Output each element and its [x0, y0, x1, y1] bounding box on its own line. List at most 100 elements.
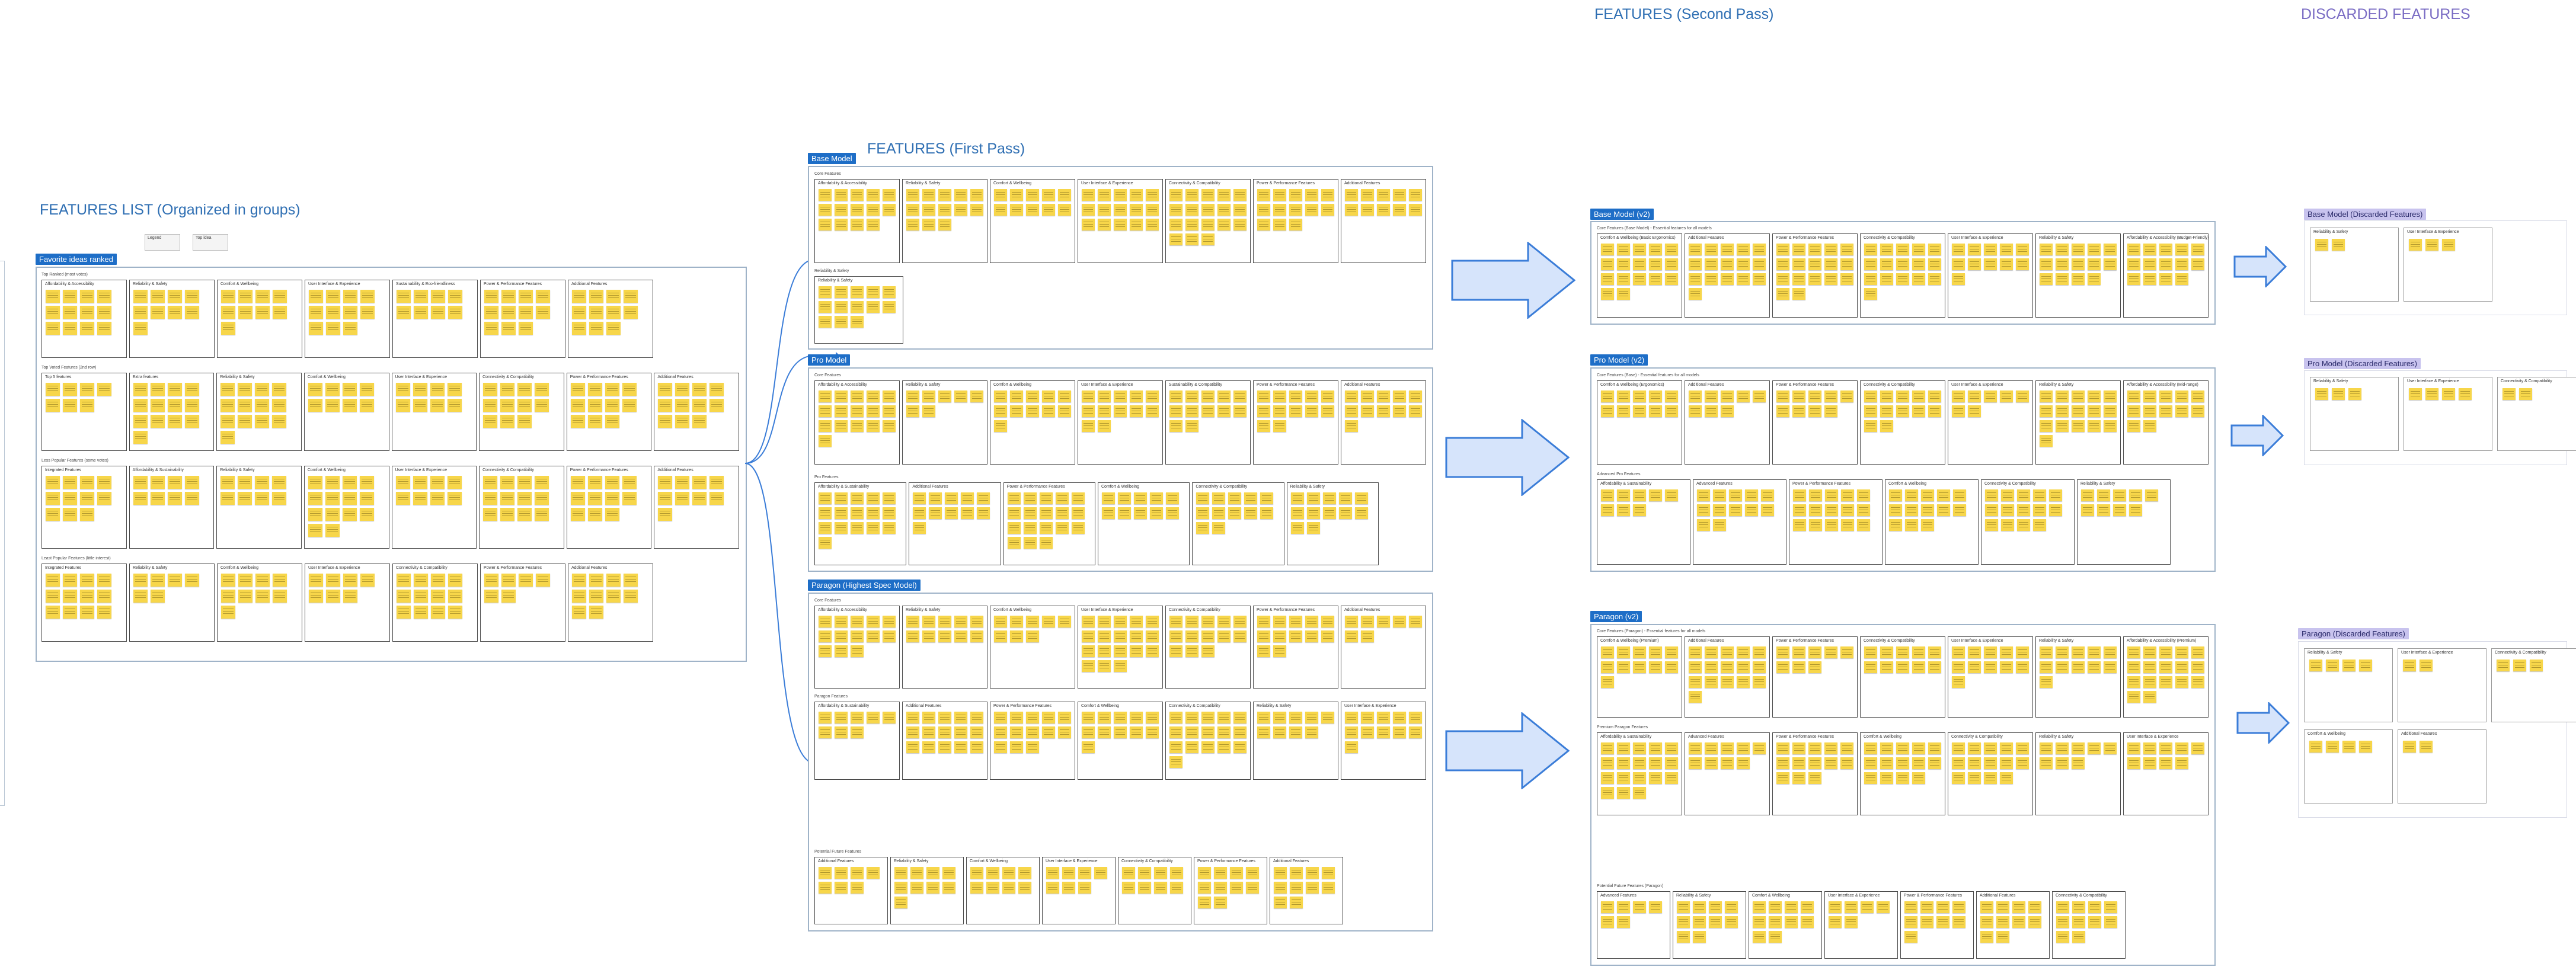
feature-group[interactable]: Power & Performance Features [1789, 479, 1883, 565]
sticky-note[interactable] [238, 306, 253, 319]
sticky-note[interactable] [1377, 712, 1390, 724]
feature-group[interactable]: Reliability & Safety [129, 564, 215, 642]
sticky-note[interactable] [1617, 405, 1630, 417]
sticky-note[interactable] [2143, 420, 2156, 432]
sticky-note[interactable] [1709, 916, 1722, 928]
sticky-note[interactable] [2442, 239, 2455, 251]
sticky-note[interactable] [867, 189, 880, 201]
feature-group[interactable]: Integrated Features [41, 564, 127, 642]
sticky-note[interactable] [1633, 772, 1646, 784]
sticky-note[interactable] [1010, 630, 1023, 642]
sticky-note[interactable] [1864, 390, 1877, 402]
sticky-note[interactable] [1138, 882, 1151, 894]
sticky-note[interactable] [1864, 420, 1877, 432]
sticky-note[interactable] [2127, 646, 2140, 658]
sticky-note[interactable] [994, 741, 1007, 753]
sticky-note[interactable] [587, 476, 602, 489]
sticky-note[interactable] [1260, 507, 1274, 519]
sticky-note[interactable] [1393, 204, 1406, 216]
sticky-note[interactable] [238, 415, 253, 428]
sticky-note[interactable] [1185, 741, 1198, 753]
feature-group[interactable]: User Interface & Experience [1948, 380, 2033, 465]
feature-group[interactable]: User Interface & Experience [1341, 702, 1426, 780]
sticky-note[interactable] [587, 399, 602, 412]
sticky-note[interactable] [970, 616, 983, 628]
sticky-note[interactable] [2104, 661, 2117, 673]
sticky-note[interactable] [46, 508, 60, 521]
sticky-note[interactable] [835, 492, 848, 504]
sticky-note[interactable] [238, 476, 253, 489]
sticky-note[interactable] [570, 415, 585, 428]
feature-group[interactable]: Power & Performance Features [1900, 891, 1974, 959]
sticky-note[interactable] [1737, 258, 1750, 270]
sticky-note[interactable] [1928, 258, 1941, 270]
sticky-note[interactable] [413, 383, 427, 396]
sticky-note[interactable] [1617, 288, 1630, 300]
sticky-note[interactable] [1071, 492, 1085, 504]
feature-group[interactable]: Affordability & Sustainability [1597, 479, 1690, 565]
sticky-note[interactable] [1377, 405, 1390, 417]
sticky-note[interactable] [906, 219, 919, 231]
sticky-note[interactable] [1169, 741, 1182, 753]
sticky-note[interactable] [2420, 741, 2433, 753]
sticky-note[interactable] [325, 399, 340, 412]
sticky-note[interactable] [272, 492, 287, 505]
feature-group[interactable]: Additional Features [814, 857, 888, 924]
sticky-note[interactable] [273, 306, 287, 319]
sticky-note[interactable] [867, 616, 880, 628]
feature-group[interactable]: User Interface & Experience [1078, 606, 1163, 689]
sticky-note[interactable] [1138, 867, 1151, 879]
sticky-note[interactable] [342, 508, 357, 521]
sticky-note[interactable] [1880, 390, 1893, 402]
sticky-note[interactable] [1880, 405, 1893, 417]
sticky-note[interactable] [1169, 204, 1182, 216]
sticky-note[interactable] [308, 399, 322, 412]
sticky-note[interactable] [1601, 489, 1614, 501]
sticky-note[interactable] [589, 322, 603, 335]
sticky-note[interactable] [1185, 219, 1198, 231]
sticky-note[interactable] [1745, 504, 1758, 516]
sticky-note[interactable] [977, 507, 990, 519]
sticky-note[interactable] [1633, 787, 1646, 799]
sticky-note[interactable] [309, 290, 323, 303]
sticky-note[interactable] [589, 606, 603, 619]
sticky-note[interactable] [1322, 867, 1335, 879]
sticky-note[interactable] [80, 290, 94, 303]
sticky-note[interactable] [1864, 258, 1877, 270]
sticky-note[interactable] [1905, 504, 1918, 516]
sticky-note[interactable] [359, 383, 374, 396]
sticky-note[interactable] [835, 522, 848, 534]
sticky-note[interactable] [1185, 204, 1198, 216]
sticky-note[interactable] [1122, 882, 1135, 894]
sticky-note[interactable] [1026, 204, 1039, 216]
sticky-note[interactable] [970, 204, 983, 216]
sticky-note[interactable] [1808, 390, 1821, 402]
sticky-note[interactable] [1792, 646, 1805, 658]
feature-group[interactable]: Comfort & Wellbeing [1098, 482, 1190, 565]
sticky-note[interactable] [1952, 916, 1965, 928]
sticky-note[interactable] [1185, 390, 1198, 402]
sticky-note[interactable] [1776, 273, 1789, 285]
sticky-note[interactable] [536, 290, 550, 303]
sticky-note[interactable] [1841, 489, 1854, 501]
feature-group[interactable]: Connectivity & Compatibility [1165, 606, 1251, 689]
sticky-note[interactable] [906, 405, 919, 417]
sticky-note[interactable] [309, 306, 323, 319]
sticky-note[interactable] [97, 606, 111, 619]
sticky-note[interactable] [2072, 661, 2085, 673]
sticky-note[interactable] [80, 306, 94, 319]
sticky-note[interactable] [133, 574, 148, 587]
sticky-note[interactable] [835, 316, 848, 328]
sticky-note[interactable] [970, 712, 983, 724]
sticky-note[interactable] [1409, 390, 1422, 402]
sticky-note[interactable] [2016, 742, 2029, 754]
sticky-note[interactable] [938, 390, 951, 402]
sticky-note[interactable] [1677, 916, 1690, 928]
sticky-note[interactable] [624, 590, 638, 603]
sticky-note[interactable] [1146, 189, 1159, 201]
sticky-note[interactable] [2143, 676, 2156, 688]
sticky-note[interactable] [150, 492, 165, 505]
sticky-note[interactable] [80, 508, 94, 521]
sticky-note[interactable] [133, 306, 148, 319]
sticky-note[interactable] [1912, 757, 1925, 769]
